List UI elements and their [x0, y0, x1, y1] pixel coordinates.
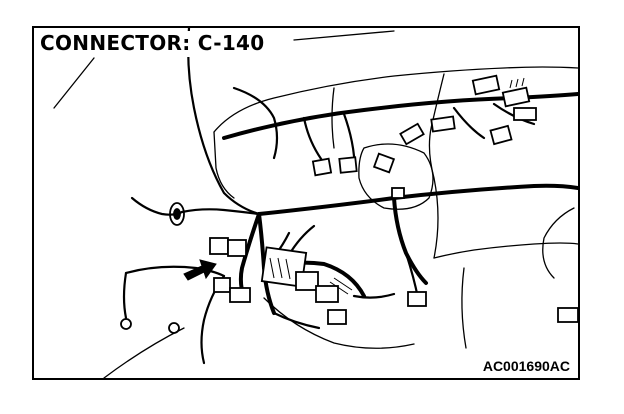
hatching — [269, 77, 525, 295]
grommet — [169, 202, 185, 226]
dashboard-outline — [53, 30, 578, 378]
ring-terminals — [120, 318, 180, 334]
figure-code: AC001690AC — [480, 357, 572, 375]
wiring-harness-illustration — [53, 28, 578, 378]
connector-diagram-frame: CONNECTOR: C-140 AC001690AC — [32, 26, 580, 380]
pointer-arrow-icon — [183, 259, 217, 281]
connector-title: CONNECTOR: C-140 — [40, 31, 269, 57]
connectors — [209, 74, 578, 325]
